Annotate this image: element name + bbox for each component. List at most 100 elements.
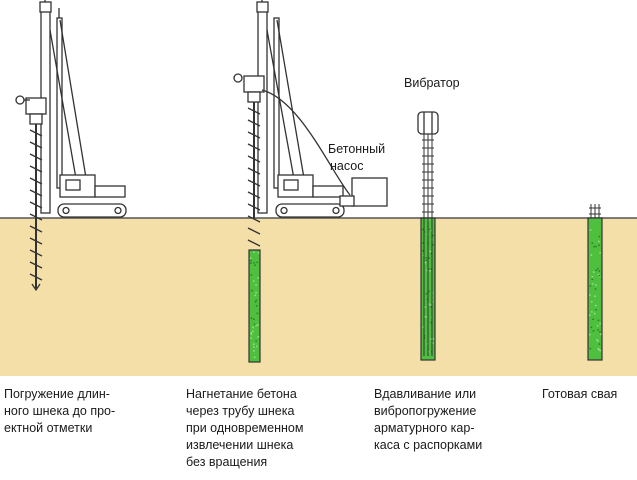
concrete-speck (598, 240, 600, 243)
concrete-speck (592, 330, 595, 332)
concrete-speck (595, 308, 597, 311)
concrete-speck (253, 346, 255, 348)
concrete-speck (422, 249, 424, 252)
concrete-speck (422, 242, 424, 244)
concrete-speck (250, 317, 253, 320)
concrete-speck (599, 333, 602, 336)
concrete-speck (250, 333, 253, 335)
concrete-speck (597, 273, 600, 276)
concrete-speck (598, 274, 601, 277)
concrete-speck (253, 356, 256, 359)
concrete-speck (256, 261, 258, 264)
reinforcement-cage (422, 134, 434, 356)
drilling-rig-2 (233, 0, 351, 218)
concrete-speck (256, 312, 259, 315)
concrete-speck (422, 228, 424, 231)
concrete-speck (597, 319, 600, 322)
concrete-speck (255, 340, 257, 342)
concrete-speck (425, 257, 427, 259)
concrete-speck (429, 304, 432, 307)
concrete-speck (254, 264, 256, 266)
concrete-speck (428, 257, 430, 259)
concrete-speck (252, 330, 254, 333)
concrete-speck (430, 252, 433, 255)
soil-layer (0, 218, 637, 376)
concrete-speck (597, 267, 599, 270)
concrete-speck (590, 326, 593, 329)
caption-step-2: Нагнетание бетона через трубу шнека при … (186, 387, 304, 469)
concrete-speck (255, 345, 258, 348)
concrete-pile-2 (248, 249, 261, 363)
concrete-speck (593, 312, 596, 315)
concrete-speck (594, 288, 597, 290)
concrete-speck (589, 333, 591, 336)
caption-step-4: Готовая свая (542, 387, 618, 401)
concrete-speck (252, 326, 254, 329)
concrete-speck (599, 331, 601, 333)
concrete-speck (598, 343, 601, 345)
concrete-speck (591, 242, 594, 244)
concrete-speck (257, 252, 260, 254)
concrete-speck (252, 343, 255, 345)
caption-step-1: Погружение длин- ного шнека до про- ектн… (4, 387, 116, 435)
concrete-speck (255, 291, 257, 294)
concrete-speck (428, 303, 430, 305)
concrete-speck (595, 304, 597, 307)
concrete-speck (598, 270, 601, 272)
concrete-speck (592, 271, 595, 273)
concrete-speck (250, 262, 252, 264)
concrete-speck (432, 338, 435, 340)
concrete-speck (429, 269, 431, 272)
concrete-speck (591, 276, 594, 278)
concrete-speck (599, 322, 601, 325)
concrete-speck (598, 235, 601, 238)
concrete-speck (429, 250, 432, 253)
concrete-speck (596, 338, 598, 341)
concrete-speck (593, 245, 595, 248)
concrete-speck (251, 289, 253, 292)
concrete-speck (253, 280, 255, 282)
concrete-speck (589, 348, 592, 350)
concrete-speck (599, 349, 602, 352)
concrete-speck (592, 318, 594, 321)
auger-2 (247, 107, 261, 247)
concrete-speck (595, 245, 597, 248)
concrete-speck (589, 285, 592, 287)
concrete-speck (595, 284, 597, 286)
concrete-speck (432, 234, 434, 237)
concrete-speck (430, 321, 432, 324)
concrete-pump (339, 177, 388, 207)
concrete-speck (250, 332, 253, 334)
caption-step-3: Вдавливание или вибропогружение арматурн… (374, 387, 483, 452)
concrete-speck (253, 323, 256, 326)
concrete-speck (422, 326, 424, 328)
vibrator (417, 111, 439, 135)
concrete-speck (428, 290, 430, 293)
vibrator-label: Вибратор (404, 76, 460, 90)
concrete-speck (425, 316, 427, 318)
concrete-speck (424, 261, 427, 264)
concrete-speck (589, 294, 591, 296)
concrete-speck (432, 342, 434, 345)
concrete-speck (590, 254, 593, 256)
concrete-speck (591, 283, 594, 285)
concrete-speck (596, 325, 599, 327)
concrete-speck (253, 251, 255, 253)
concrete-speck (598, 348, 600, 351)
concrete-speck (597, 340, 599, 342)
concrete-speck (591, 300, 593, 303)
concrete-speck (430, 306, 432, 308)
concrete-speck (253, 318, 255, 320)
concrete-speck (598, 275, 601, 278)
concrete-speck (428, 228, 431, 231)
concrete-speck (594, 295, 596, 298)
concrete-speck (425, 292, 428, 295)
concrete-speck (432, 243, 434, 246)
concrete-speck (250, 337, 252, 339)
finished-pile (587, 204, 603, 361)
concrete-speck (253, 350, 255, 352)
concrete-speck (254, 301, 257, 303)
concrete-speck (428, 268, 430, 271)
concrete-speck (254, 294, 257, 297)
